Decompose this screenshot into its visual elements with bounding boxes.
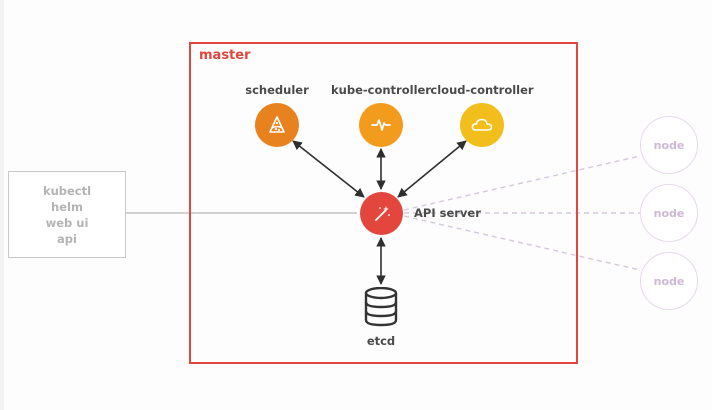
- client-kubectl: kubectl: [42, 183, 92, 198]
- pulse-icon: [371, 119, 391, 131]
- etcd-label: etcd: [366, 334, 396, 348]
- worker-node-2[interactable]: node: [640, 184, 698, 242]
- cloud-controller-api-arrow: [397, 140, 467, 198]
- scheduler-label: scheduler: [245, 83, 309, 97]
- master-box: [189, 42, 578, 364]
- api-node-line-3: [403, 215, 641, 271]
- scheduler-api-arrow: [292, 140, 365, 198]
- api-server-label: API server: [414, 206, 481, 220]
- api-node-line-1: [403, 155, 641, 211]
- cloud-controller-node[interactable]: [460, 103, 504, 147]
- client-helm: helm: [51, 199, 83, 214]
- magic-wand-icon: [374, 205, 390, 221]
- client-web-ui: web ui: [45, 215, 89, 230]
- client-api: api: [57, 231, 77, 246]
- api-server-node[interactable]: [360, 192, 403, 235]
- clients-box[interactable]: kubectl helm web ui api: [8, 171, 126, 258]
- cloud-controller-label: cloud-controller: [430, 83, 534, 97]
- worker-node-1[interactable]: node: [640, 116, 698, 174]
- database-icon[interactable]: [363, 286, 399, 331]
- pizza-slice-icon: [269, 116, 285, 133]
- left-edge-strip: [0, 0, 4, 410]
- kube-controller-node[interactable]: [359, 103, 403, 147]
- cloud-icon: [471, 118, 493, 131]
- master-label: master: [199, 48, 251, 63]
- scheduler-node[interactable]: [255, 103, 299, 147]
- worker-node-3[interactable]: node: [640, 252, 698, 310]
- kube-controller-label: kube-controller: [331, 83, 431, 97]
